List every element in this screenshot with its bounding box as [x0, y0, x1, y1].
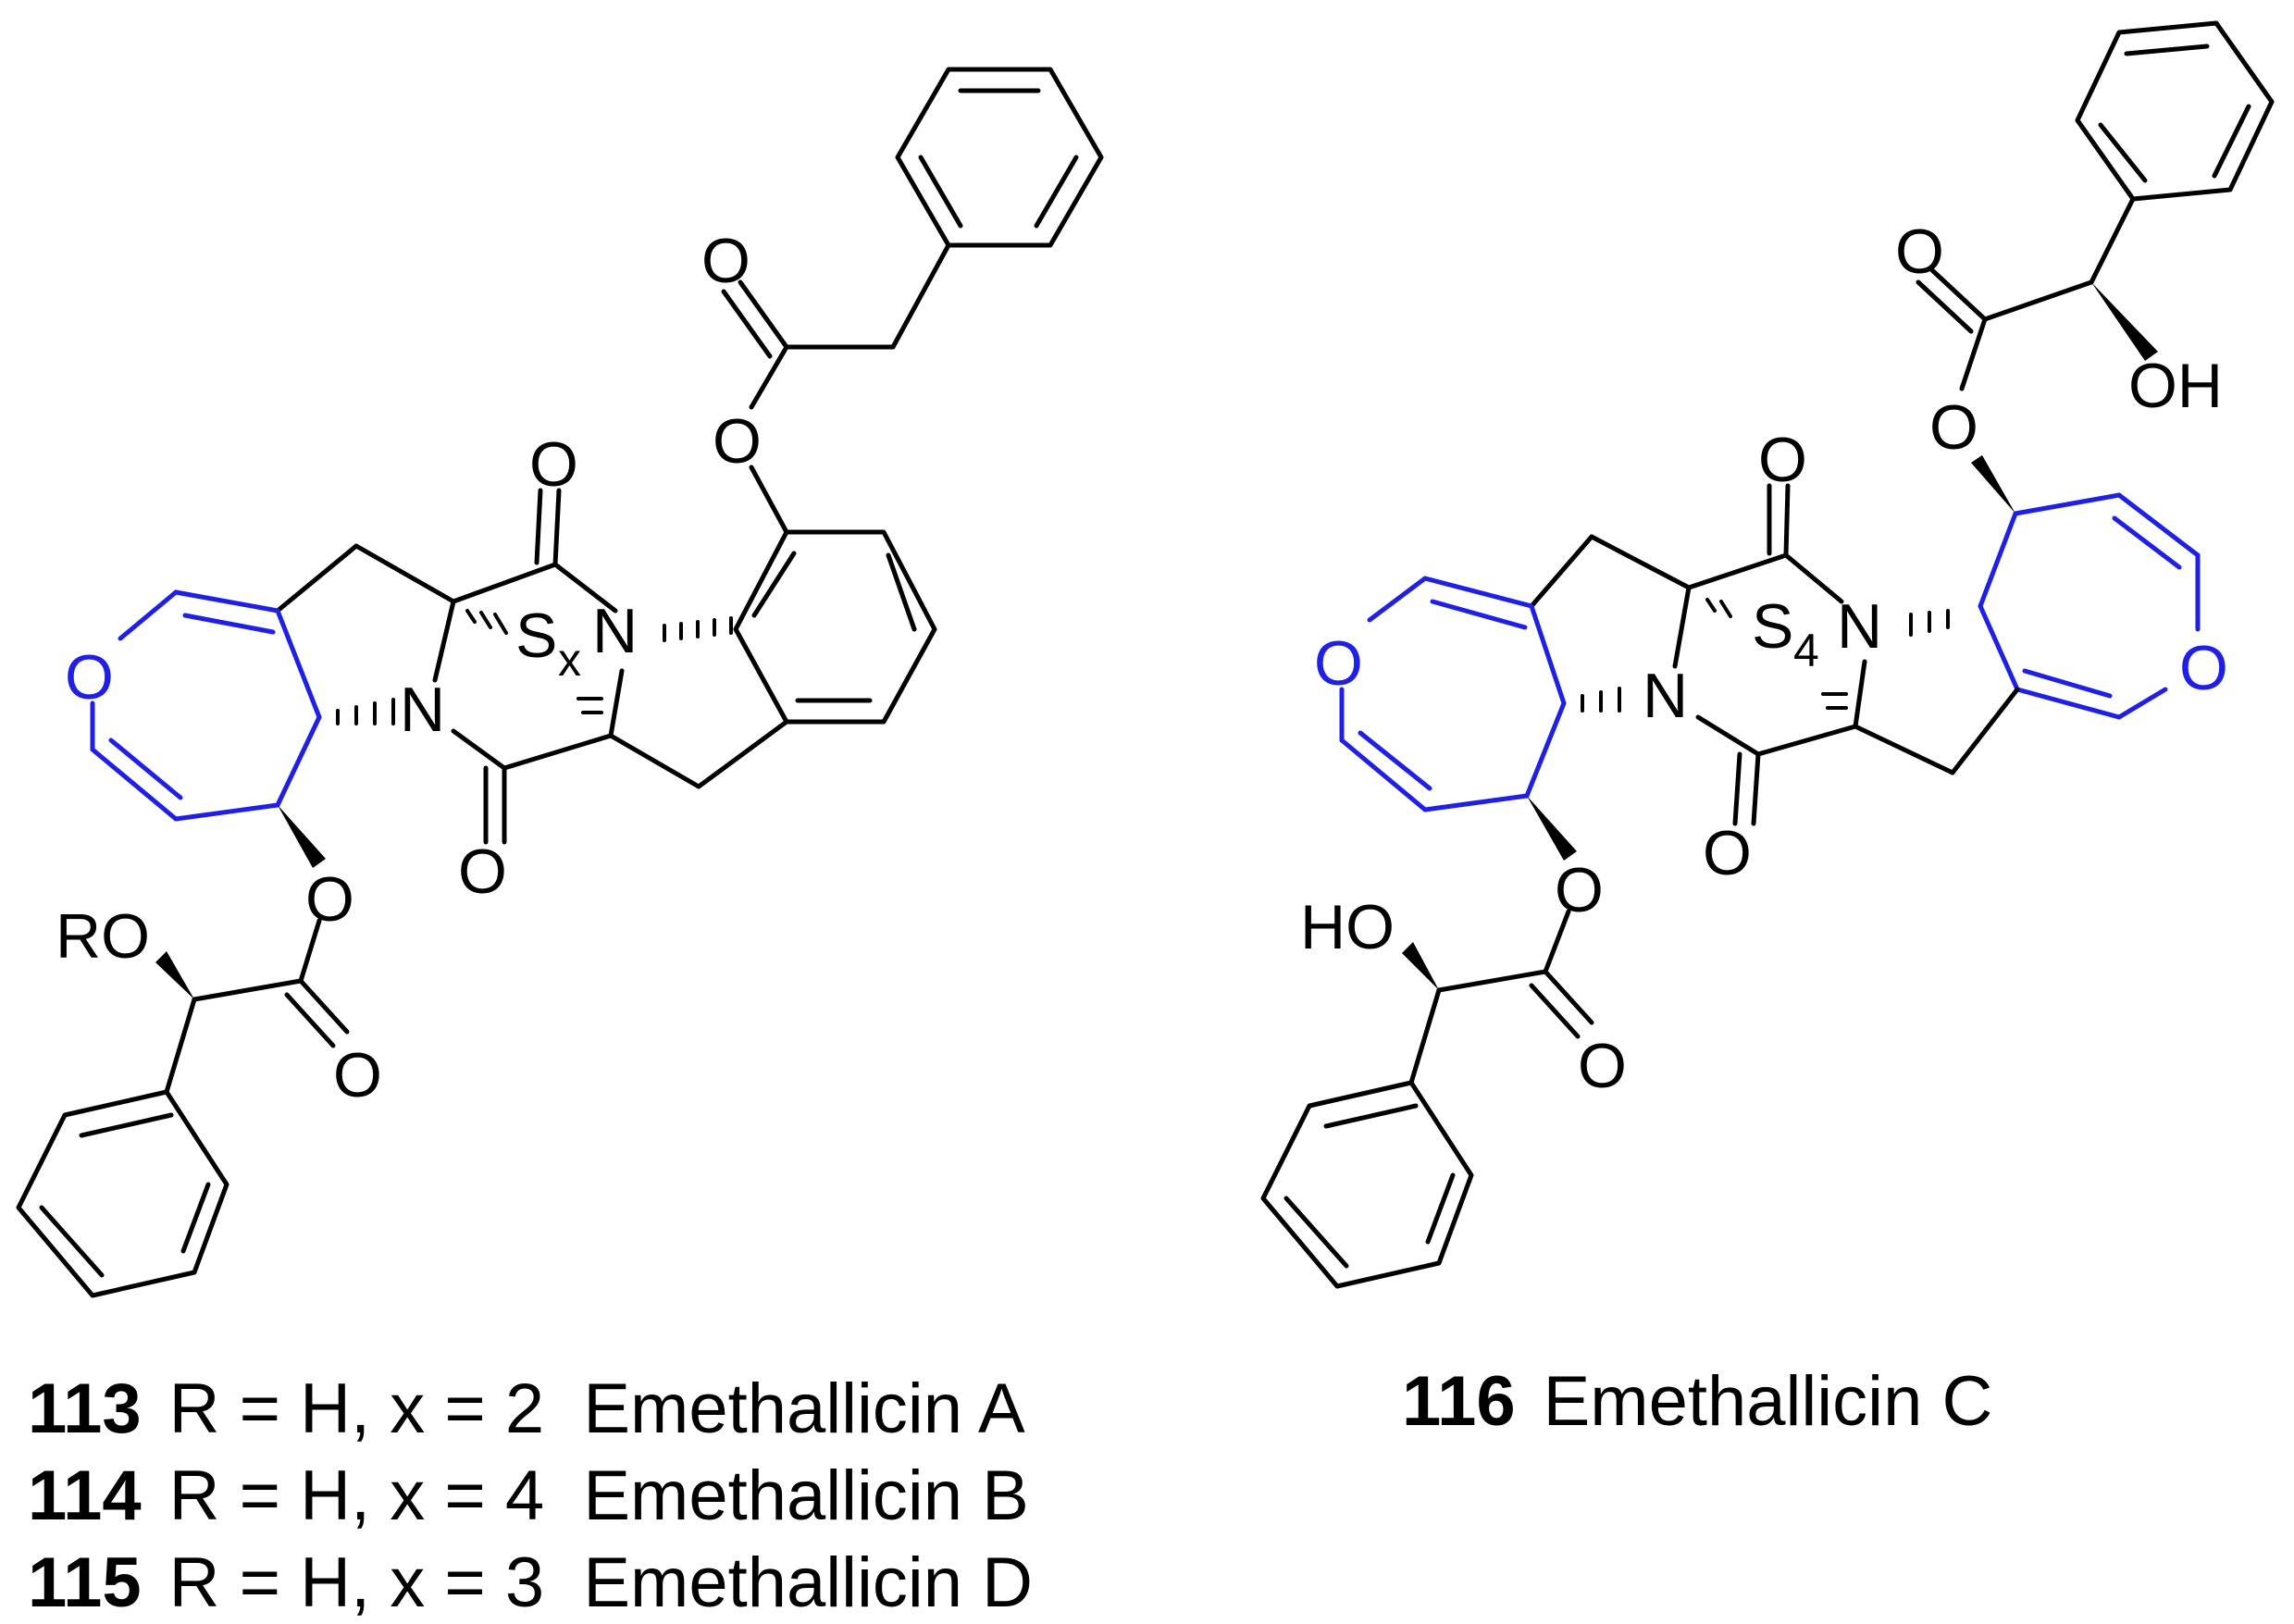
- hashed-bonds-sulfur: [465, 609, 603, 714]
- caption-114: 114 R = H, x = 4 Emethallicin B: [28, 1457, 1029, 1535]
- phenyl-ring-bottom-116: [1260, 1080, 1474, 1289]
- caption-text: R = H, x = 2 Emethallicin A: [169, 1370, 1025, 1448]
- oxepine-ring-left: [90, 589, 322, 822]
- caption-text: Emethallicin C: [1544, 1362, 1993, 1441]
- captions: 113 R = H, x = 2 Emethallicin A 114 R = H,…: [28, 1362, 1992, 1622]
- structure-113-115: O O O S x N N O O O RO O: [16, 67, 1104, 1298]
- caption-116: 116 Emethallicin C: [1402, 1362, 1992, 1441]
- atom-o-carbonyl-top-116: O: [1758, 425, 1807, 495]
- atom-n-right-116: N: [1837, 591, 1882, 662]
- wedge-bond-ester-left-116: [1527, 796, 1577, 861]
- atom-o-ester-116: O: [1929, 392, 1978, 463]
- phenyl-ring-bottom: [16, 1089, 229, 1298]
- atom-o-ester-left: O: [305, 864, 354, 935]
- atom-o-oxepine: O: [65, 642, 114, 713]
- atom-o-top-116: O: [1895, 217, 1944, 287]
- atom-n-left-116: N: [1643, 661, 1688, 731]
- structure-116: O O OH O S 4 N N O O O O HO O: [1260, 20, 2275, 1289]
- atom-o-ester-left-116: O: [1555, 855, 1604, 925]
- atom-o-mandelate-116: O: [1578, 1031, 1627, 1101]
- caption-text: R = H, x = 3 Emethallicin D: [169, 1543, 1033, 1622]
- atom-o-ester: O: [713, 406, 762, 477]
- atom-n-right: N: [592, 596, 638, 666]
- atom-o-carbonyl-bottom: O: [458, 837, 507, 907]
- atom-ho: HO: [1300, 892, 1395, 962]
- oxepine-ring-left-116: [1339, 576, 1567, 812]
- caption-text: R = H, x = 4 Emethallicin B: [169, 1457, 1029, 1535]
- wedge-bond-ester: [278, 805, 326, 868]
- caption-number: 114: [28, 1457, 142, 1535]
- atom-s-subscript: x: [558, 634, 581, 686]
- caption-115: 115 R = H, x = 3 Emethallicin D: [28, 1543, 1033, 1622]
- hashed-bond-aryl-n: [663, 616, 733, 642]
- atom-s: S: [515, 601, 557, 671]
- atom-oh: OH: [2128, 351, 2223, 421]
- atom-o-carbonyl-top: O: [529, 429, 578, 500]
- hashed-bond-ring-n-left: [1581, 687, 1621, 713]
- phenyl-ring-top: [895, 67, 1104, 248]
- atom-s-116: S: [1752, 591, 1793, 662]
- hashed-bond-ring-n-right: [1909, 609, 1950, 637]
- caption-number: 116: [1402, 1362, 1516, 1441]
- phenyl-ring-top-116: [2075, 20, 2275, 202]
- caption-number: 115: [28, 1543, 142, 1622]
- caption-113: 113 R = H, x = 2 Emethallicin A: [28, 1370, 1025, 1448]
- hashed-bond-ring-n: [336, 698, 395, 725]
- caption-number: 113: [28, 1370, 142, 1448]
- wedge-bond-ho: [1402, 942, 1439, 990]
- hashed-bonds-sulfur-116: [1705, 598, 1848, 710]
- atom-n-left: N: [400, 675, 445, 745]
- wedge-bond-ester-116: [1971, 455, 2015, 514]
- aryl-ring-right: [733, 529, 937, 725]
- wedge-bond-ro: [155, 951, 194, 999]
- atom-o-top: O: [701, 226, 750, 296]
- oxepine-ring-right: [1978, 492, 2201, 720]
- atom-o-mandelate: O: [333, 1040, 382, 1110]
- atom-ro: RO: [56, 901, 150, 972]
- atom-o-oxepine-left-116: O: [1314, 628, 1363, 699]
- atom-o-carbonyl-bottom-116: O: [1703, 818, 1752, 888]
- atom-o-oxepine-right-116: O: [2179, 633, 2228, 703]
- wedge-bond-oh: [2091, 282, 2158, 361]
- atom-s-subscript-116: 4: [1793, 625, 1819, 676]
